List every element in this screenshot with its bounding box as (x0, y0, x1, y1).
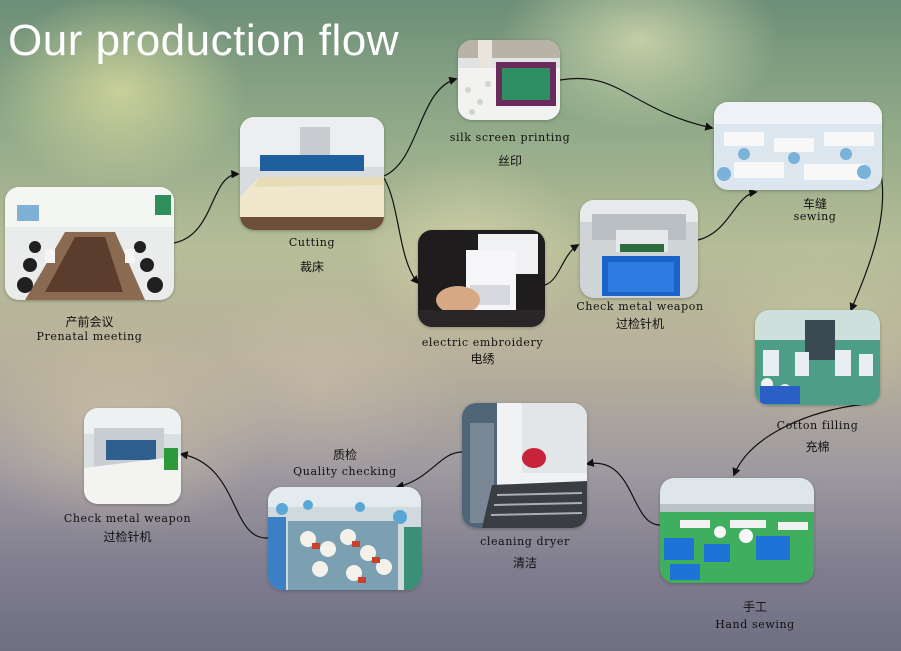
step-sewing-zh: 车缝 (802, 197, 827, 211)
step-prenatal-meeting-en: Prenatal meeting (36, 330, 143, 343)
arrow-detector-to-sewing (697, 188, 758, 241)
step-quality-zh: 质检 (332, 448, 357, 462)
step-metal-check-final-zh: 过检针机 (103, 530, 152, 544)
cotton-filling-photo (755, 310, 880, 405)
silk-screen-photo (458, 40, 560, 120)
arrow-quality-to-detector (179, 451, 269, 539)
step-embroidery-zh: 电绣 (470, 352, 495, 366)
step-cutting-zh: 裁床 (299, 260, 324, 274)
cleaning-dryer-photo (462, 403, 587, 528)
step-metal-check-zh: 过检针机 (615, 317, 664, 331)
metal-detector-final-photo (84, 408, 181, 504)
cutting-table-photo (240, 117, 384, 230)
sewing-workshop-photo (714, 102, 882, 190)
step-silk-screen-en: silk screen printing (449, 131, 571, 144)
arrow-silk-to-sewing (559, 77, 714, 131)
embroidery-machine-photo (418, 230, 545, 327)
arrow-sewing-to-filling (849, 167, 884, 312)
step-cleaning-zh: 清洁 (512, 556, 537, 570)
page-title: Our production flow (8, 16, 400, 65)
step-cotton-filling-zh: 充棉 (805, 440, 830, 454)
step-hand-sewing-zh: 手工 (742, 600, 767, 614)
step-cotton-filling-en: Cotton filling (776, 419, 859, 432)
arrow-cleaning-to-quality (395, 451, 463, 490)
quality-check-photo (268, 487, 421, 590)
arrow-cutting-to-embroidery (383, 177, 420, 285)
arrow-meeting-to-cutting (173, 170, 240, 244)
step-hand-sewing-en: Hand sewing (715, 618, 795, 631)
arrow-handsewing-to-cleaning (585, 458, 661, 526)
step-quality-en: Quality checking (293, 465, 397, 478)
step-metal-check-en: Check metal weapon (576, 300, 704, 313)
metal-detector-photo (580, 200, 698, 298)
arrow-embroidery-to-detector (544, 244, 580, 286)
step-cutting-en: Cutting (288, 236, 336, 249)
step-prenatal-meeting-zh: 产前会议 (65, 315, 114, 329)
arrow-filling-to-handsewing (732, 403, 867, 477)
hand-sewing-photo (660, 478, 814, 583)
step-cleaning-en: cleaning dryer (480, 535, 570, 548)
step-metal-check-final-en: Check metal weapon (63, 512, 192, 525)
step-sewing-en: sewing (793, 210, 837, 223)
step-silk-screen-zh: 丝印 (497, 154, 522, 168)
meeting-room-photo (5, 187, 174, 300)
step-embroidery-en: electric embroidery (421, 336, 544, 349)
arrow-cutting-to-silk (383, 76, 458, 177)
